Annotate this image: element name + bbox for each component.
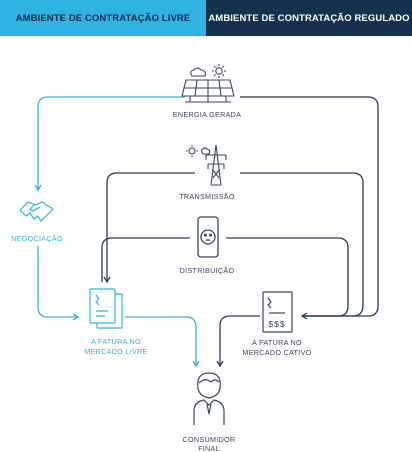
transmission-tower-icon xyxy=(186,144,227,186)
handshake-icon xyxy=(19,201,54,222)
free-invoice-label-line2: MERCADO LIVRE xyxy=(84,347,147,356)
free-invoice-label-line1: A FATURA NO xyxy=(91,337,141,346)
power-outlet-icon xyxy=(197,216,219,258)
distribution-label: DISTRIBUIÇÃO xyxy=(180,266,235,275)
consumer-label-line1: CONSUMIDOR xyxy=(183,435,236,444)
person-icon xyxy=(193,372,225,425)
invoice-dollar-icon: $$$ xyxy=(262,291,293,333)
svg-text:$$$: $$$ xyxy=(268,319,285,329)
captive-invoice-label-line2: MERCADO CATIVO xyxy=(242,348,311,357)
regulated-flow-lines xyxy=(216,96,379,368)
solar-panel-icon xyxy=(181,64,235,103)
captive-invoice-label-line1: A FATURA NO xyxy=(252,338,302,347)
negotiation-label: NEGOCIAÇÃO xyxy=(11,234,63,243)
transmission-label: TRANSMISSÃO xyxy=(179,192,235,201)
invoice-icon xyxy=(89,288,123,329)
free-flow-lines xyxy=(34,96,200,368)
consumer-label-line2: FINAL xyxy=(198,444,220,452)
tab-free-market[interactable]: AMBIENTE DE CONTRATAÇÃO LIVRE xyxy=(0,0,206,36)
energy-label: ENERGIA GERADA xyxy=(173,110,242,119)
tab-regulated-market[interactable]: AMBIENTE DE CONTRATAÇÃO REGULADO xyxy=(206,0,412,36)
